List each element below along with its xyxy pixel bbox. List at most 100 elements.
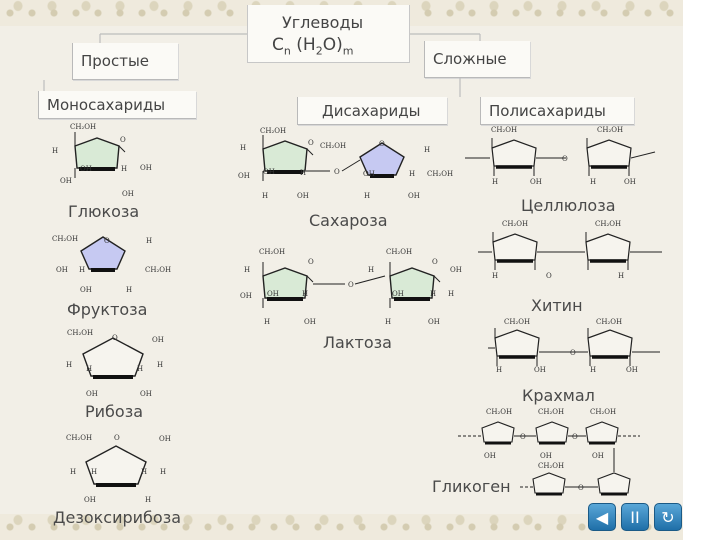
subcategory-poly: Полисахариды bbox=[480, 97, 634, 125]
svg-text:OH: OH bbox=[408, 192, 420, 200]
svg-text:H: H bbox=[91, 468, 97, 476]
svg-text:CH₂OH: CH₂OH bbox=[66, 434, 92, 442]
svg-text:OH: OH bbox=[363, 170, 375, 178]
svg-text:H: H bbox=[52, 147, 58, 155]
svg-text:H: H bbox=[590, 366, 596, 374]
svg-text:OH: OH bbox=[159, 435, 171, 443]
bottom-ornament bbox=[0, 514, 683, 540]
glucose-structure: CH₂OH O H OH H OH OH OH bbox=[52, 123, 152, 198]
svg-text:CH₂OH: CH₂OH bbox=[70, 123, 96, 131]
svg-text:CH₂OH: CH₂OH bbox=[67, 329, 93, 337]
svg-text:OH: OH bbox=[60, 177, 72, 185]
label-glycogen: Гликоген bbox=[432, 477, 511, 496]
svg-text:H: H bbox=[137, 365, 143, 373]
svg-text:OH: OH bbox=[267, 290, 279, 298]
svg-text:OH: OH bbox=[392, 290, 404, 298]
svg-text:OH: OH bbox=[592, 452, 604, 460]
back-button[interactable]: ◀ bbox=[588, 503, 616, 531]
svg-text:CH₂OH: CH₂OH bbox=[504, 318, 530, 326]
svg-text:O: O bbox=[120, 136, 126, 144]
label-deoxyribose: Дезоксирибоза bbox=[53, 508, 182, 527]
svg-text:OH: OH bbox=[80, 165, 92, 173]
svg-text:CH₂OH: CH₂OH bbox=[538, 408, 564, 416]
svg-text:H: H bbox=[368, 266, 374, 274]
svg-text:OH: OH bbox=[56, 266, 68, 274]
svg-text:H: H bbox=[126, 286, 132, 294]
svg-text:O: O bbox=[348, 281, 354, 289]
svg-text:H: H bbox=[146, 237, 152, 245]
label-glucose: Глюкоза bbox=[68, 202, 140, 221]
svg-text:O: O bbox=[562, 155, 568, 163]
svg-text:H: H bbox=[145, 496, 151, 504]
svg-text:O: O bbox=[114, 434, 120, 442]
svg-text:OH: OH bbox=[240, 292, 252, 300]
svg-text:O: O bbox=[379, 140, 385, 148]
svg-text:CH₂OH: CH₂OH bbox=[145, 266, 171, 274]
category-simple: Простые bbox=[72, 43, 178, 80]
label-starch: Крахмал bbox=[522, 386, 595, 405]
svg-text:O: O bbox=[334, 168, 340, 176]
sucrose-structure: CH₂OH O O CH₂OH O H H OH H OH OH H CH₂OH… bbox=[238, 127, 453, 200]
svg-text:O: O bbox=[578, 484, 584, 492]
svg-text:H: H bbox=[590, 178, 596, 186]
svg-text:CH₂OH: CH₂OH bbox=[590, 408, 616, 416]
svg-text:CH₂OH: CH₂OH bbox=[320, 142, 346, 150]
svg-text:CH₂OH: CH₂OH bbox=[491, 126, 517, 134]
svg-text:O: O bbox=[308, 258, 314, 266]
svg-text:CH₂OH: CH₂OH bbox=[260, 127, 286, 135]
pause-button[interactable]: II bbox=[621, 503, 649, 531]
svg-text:OH: OH bbox=[140, 164, 152, 172]
svg-text:H: H bbox=[160, 468, 166, 476]
svg-text:H: H bbox=[262, 192, 268, 200]
svg-text:H: H bbox=[430, 290, 436, 298]
svg-text:H: H bbox=[492, 272, 498, 280]
svg-text:OH: OH bbox=[80, 286, 92, 294]
svg-text:OH: OH bbox=[152, 336, 164, 344]
svg-text:O: O bbox=[520, 433, 526, 441]
label-cellulose: Целлюлоза bbox=[521, 196, 616, 215]
svg-text:CH₂OH: CH₂OH bbox=[52, 235, 78, 243]
svg-text:O: O bbox=[546, 272, 552, 280]
svg-text:CH₂OH: CH₂OH bbox=[596, 318, 622, 326]
connector-lines bbox=[43, 33, 481, 97]
svg-text:H: H bbox=[618, 272, 624, 280]
svg-text:H: H bbox=[409, 170, 415, 178]
replay-icon: ↻ bbox=[661, 507, 675, 527]
deoxyribose-structure: CH₂OH O OH H H H H OH H bbox=[66, 434, 171, 504]
svg-text:CH₂OH: CH₂OH bbox=[595, 220, 621, 228]
svg-text:CH₂OH: CH₂OH bbox=[386, 248, 412, 256]
svg-text:O: O bbox=[104, 237, 110, 245]
page-title: Углеводы bbox=[282, 13, 364, 32]
svg-text:O: O bbox=[308, 139, 314, 147]
general-formula: Cn (H2O)m bbox=[272, 35, 354, 58]
svg-text:H: H bbox=[157, 361, 163, 369]
svg-text:H: H bbox=[385, 318, 391, 326]
starch-structure: CH₂OH CH₂OH O H OH H OH bbox=[488, 318, 660, 374]
svg-text:CH₂OH: CH₂OH bbox=[259, 248, 285, 256]
svg-text:H: H bbox=[302, 290, 308, 298]
svg-text:H: H bbox=[364, 192, 370, 200]
svg-text:H: H bbox=[492, 178, 498, 186]
label-fructose: Фруктоза bbox=[67, 300, 148, 319]
svg-text:OH: OH bbox=[263, 168, 275, 176]
svg-text:OH: OH bbox=[540, 452, 552, 460]
svg-text:H: H bbox=[79, 266, 85, 274]
svg-text:O: O bbox=[572, 433, 578, 441]
svg-text:OH: OH bbox=[84, 496, 96, 504]
right-margin-strip bbox=[683, 0, 720, 540]
svg-text:H: H bbox=[66, 361, 72, 369]
replay-button[interactable]: ↻ bbox=[654, 503, 682, 531]
svg-text:OH: OH bbox=[450, 266, 462, 274]
svg-text:OH: OH bbox=[140, 390, 152, 398]
lactose-structure: CH₂OH O O CH₂OH O H OH OH H H OH H OH H … bbox=[240, 248, 462, 326]
label-sucrose: Сахароза bbox=[309, 211, 388, 230]
svg-text:H: H bbox=[141, 468, 147, 476]
svg-text:CH₂OH: CH₂OH bbox=[486, 408, 512, 416]
svg-text:CH₂OH: CH₂OH bbox=[502, 220, 528, 228]
svg-text:OH: OH bbox=[624, 178, 636, 186]
glycogen-structure: CH₂OH CH₂OH CH₂OH O O OH OH OH CH₂OH O bbox=[458, 408, 640, 496]
svg-text:O: O bbox=[112, 334, 118, 342]
svg-text:OH: OH bbox=[86, 390, 98, 398]
cellulose-structure: CH₂OH CH₂OH O H OH H OH bbox=[465, 126, 656, 186]
svg-text:CH₂OH: CH₂OH bbox=[597, 126, 623, 134]
